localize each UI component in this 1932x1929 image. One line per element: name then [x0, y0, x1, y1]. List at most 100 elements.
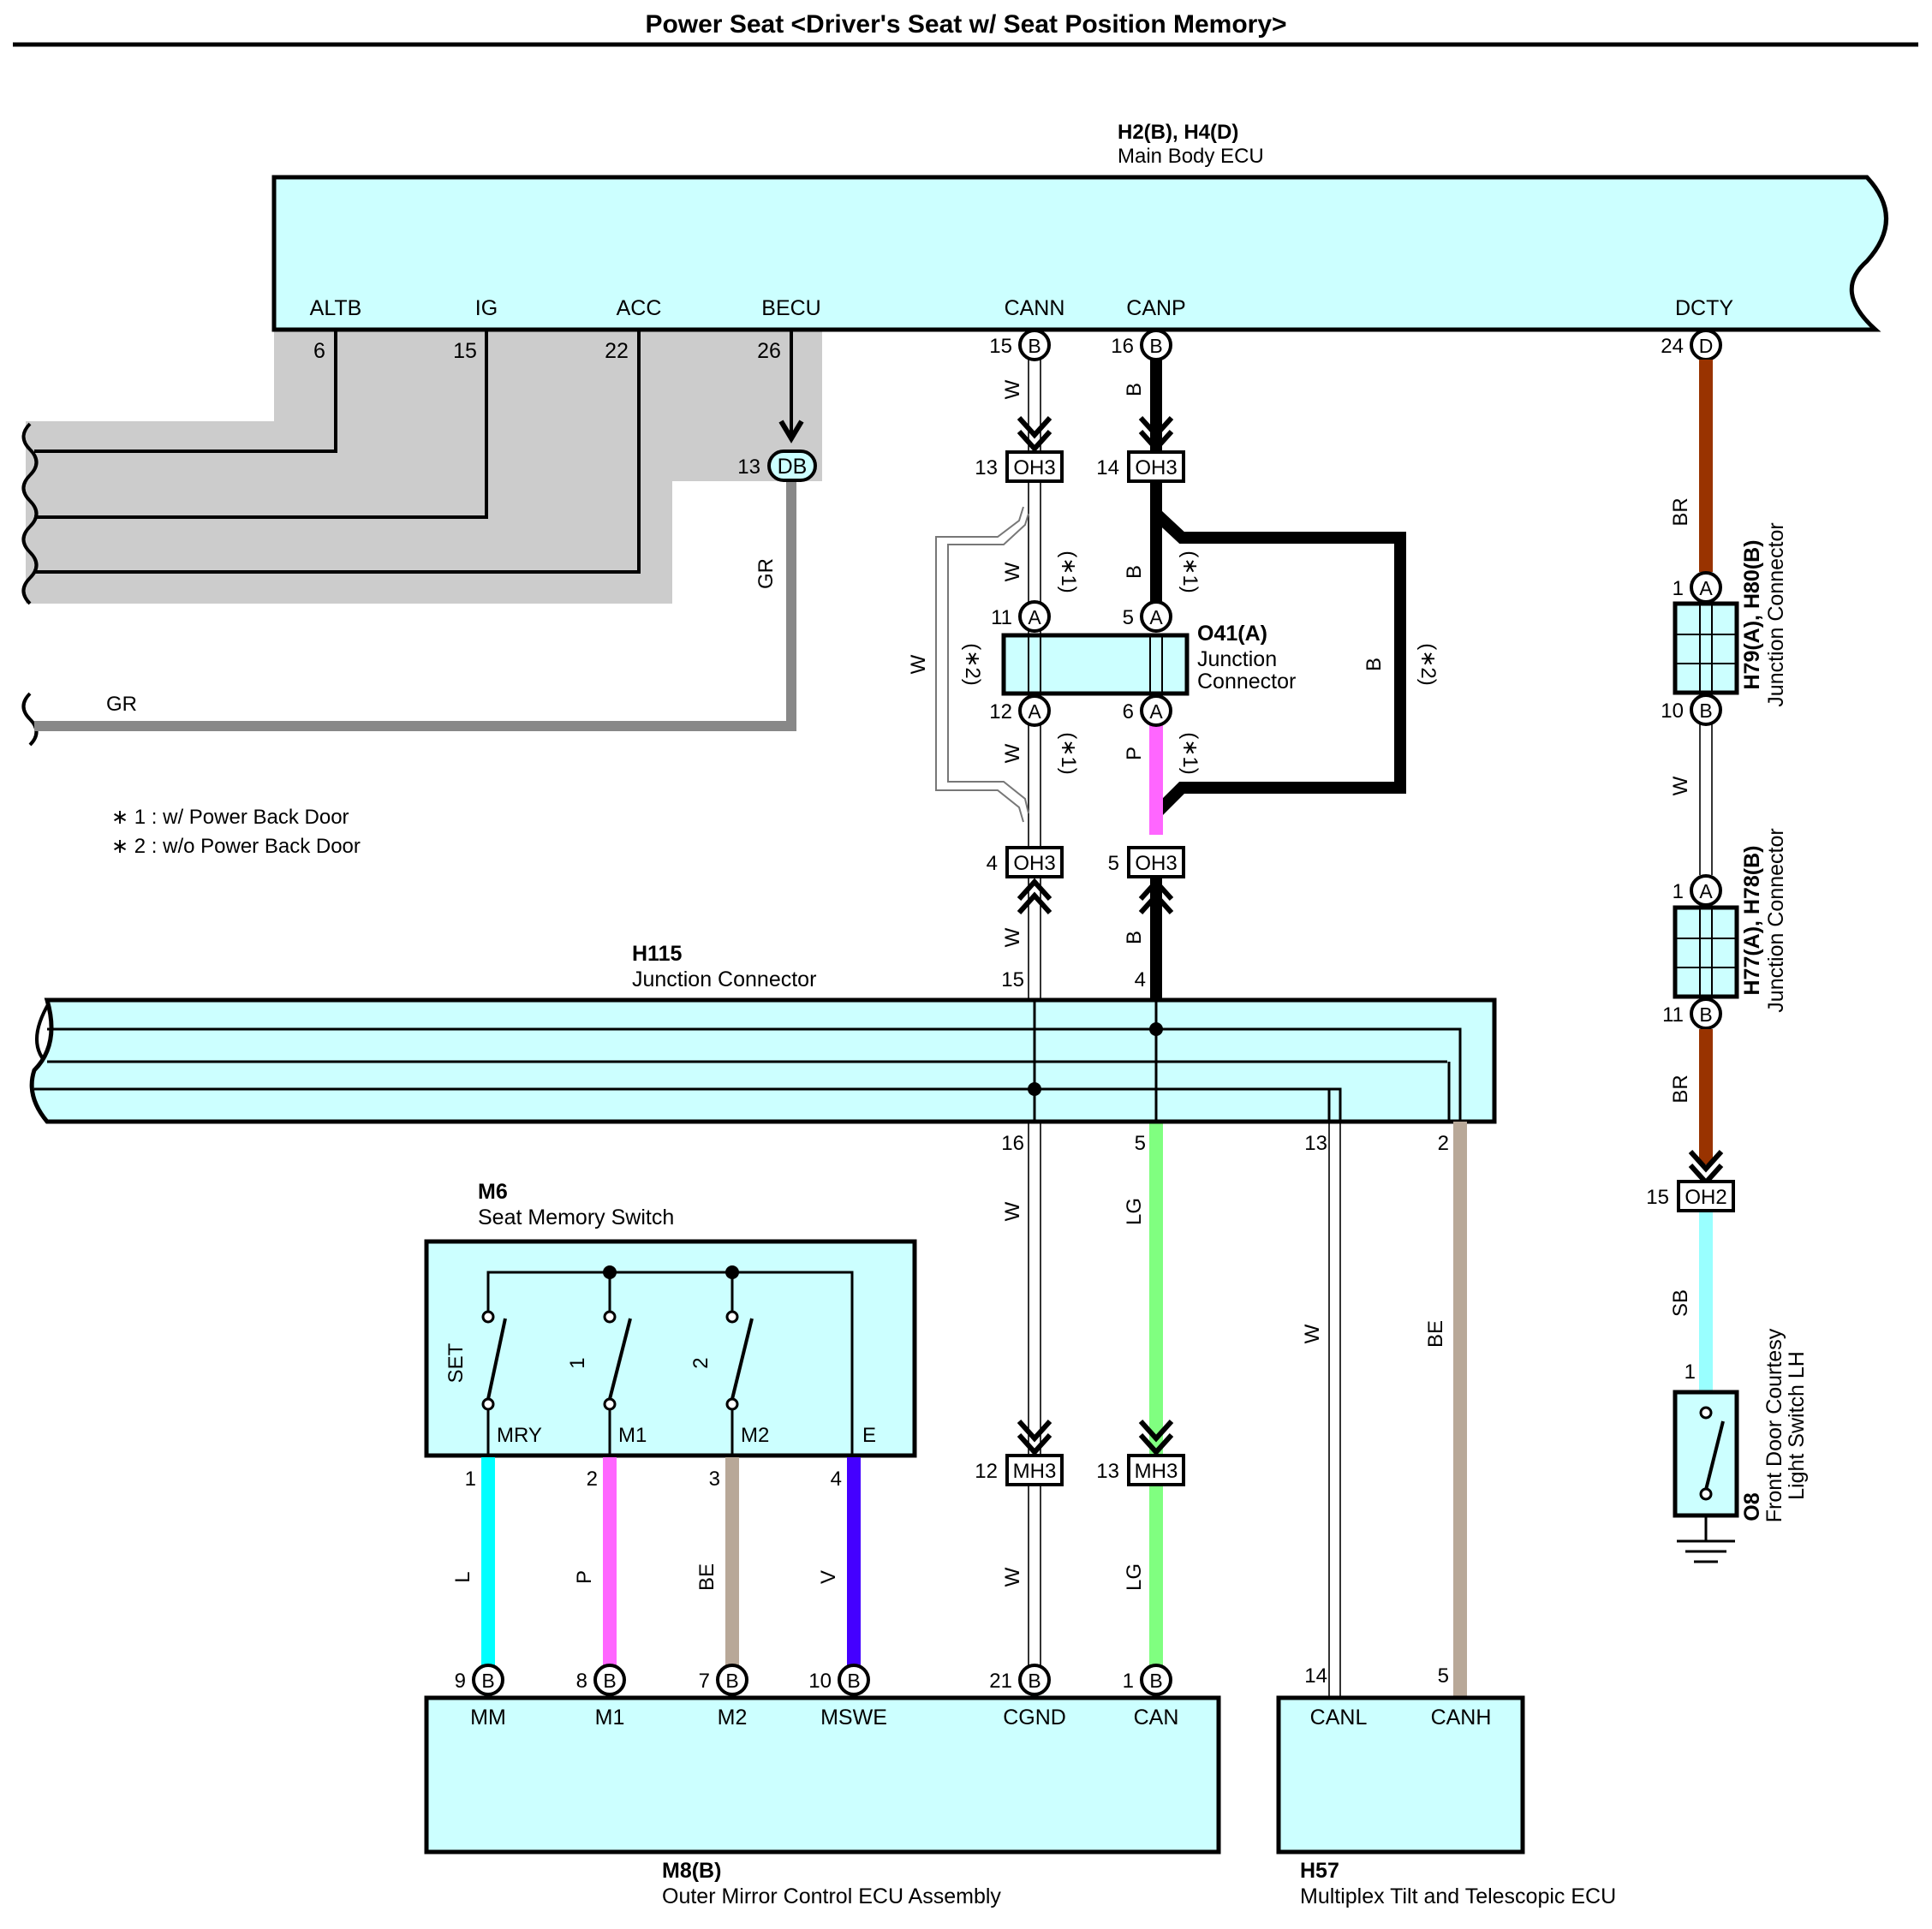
connector-oh3-13: OH3: [1005, 450, 1064, 483]
power-wires: [34, 330, 641, 574]
h78-pin-11-number: 11: [1662, 1003, 1684, 1027]
ecu-pin-dcty-number: 24: [1661, 335, 1684, 358]
o41-pin-12: A: [1018, 694, 1051, 727]
m8-terminal-mswe: MSWE: [820, 1706, 887, 1730]
diagram-title: Power Seat <Driver's Seat w/ Seat Positi…: [645, 10, 1286, 39]
o41-pin-6: A: [1140, 694, 1172, 727]
oh3-arrow-13a: [1017, 415, 1052, 439]
terminal-ig: IG: [475, 296, 498, 320]
switch-label-2: 2: [689, 1357, 713, 1368]
terminal-altb: ALTB: [310, 296, 362, 320]
wire-label-lg-2: LG: [1123, 1563, 1146, 1591]
svg-text:MH3: MH3: [1013, 1460, 1057, 1483]
bypass-w-wire-inner: [947, 513, 1029, 814]
m6-terminal-e: E: [862, 1424, 876, 1447]
note-2: ∗ 2 : w/o Power Back Door: [111, 835, 361, 858]
terminal-becu: BECU: [761, 296, 820, 320]
wire-label-w-5: W: [1001, 1201, 1024, 1221]
h57-tilt-telescopic-ecu: [1276, 1695, 1525, 1855]
svg-text:B: B: [1699, 1003, 1712, 1026]
connector-oh3-14: OH3: [1127, 450, 1185, 483]
oh3-arrow-14a: [1138, 415, 1174, 439]
wire-label-be-2: BE: [695, 1563, 719, 1591]
gr-wire: [34, 475, 796, 731]
m6-pin-2: 2: [587, 1468, 598, 1491]
pin-altb: 6: [313, 339, 325, 363]
wire-label-sb: SB: [1669, 1289, 1692, 1317]
mh3-pin-13: 13: [1096, 1460, 1119, 1483]
oh3-arrow-4b: [1017, 891, 1052, 915]
ecu-pin-cann-number: 15: [989, 335, 1012, 358]
svg-text:B: B: [1149, 335, 1162, 357]
m6-pin-1: 1: [465, 1468, 476, 1491]
o41-pin-11-number: 11: [991, 606, 1012, 629]
pin-ig: 15: [453, 339, 477, 363]
o41-pin-5-number: 5: [1123, 606, 1134, 629]
mh3-arrow-13b: [1138, 1432, 1174, 1456]
mark-1-d: (∗1): [1178, 732, 1202, 774]
svg-text:B: B: [481, 1670, 494, 1692]
m8-pin-9: B: [472, 1664, 504, 1696]
m8-pin-9-number: 9: [455, 1670, 466, 1693]
mark-1-a: (∗1): [1057, 551, 1080, 592]
svg-text:A: A: [1028, 606, 1041, 628]
m8-code: M8(B): [662, 1859, 721, 1883]
wire-label-l: L: [451, 1571, 474, 1582]
svg-text:B: B: [725, 1670, 738, 1692]
wire-label-w-right: W: [1669, 776, 1692, 795]
main-body-ecu-name: Main Body ECU: [1118, 145, 1264, 168]
switch-label-1: 1: [566, 1357, 589, 1368]
db-code: DB: [778, 455, 808, 479]
connector-oh3-4: OH3: [1005, 846, 1064, 878]
oh3-arrow-5a: [1138, 878, 1174, 902]
wire-label-br-1: BR: [1669, 497, 1692, 526]
terminal-canp: CANP: [1126, 296, 1185, 320]
m6-code: M6: [478, 1180, 508, 1204]
mark-1-b: (∗1): [1178, 551, 1202, 592]
connector-mh3-12: MH3: [1005, 1454, 1064, 1486]
db-pin: 13: [737, 455, 760, 479]
m6-terminal-m2: M2: [741, 1424, 769, 1447]
wire-label-w-4: W: [1001, 927, 1024, 947]
m8-pin-1-number: 1: [1123, 1670, 1134, 1693]
wire-label-p-2: P: [573, 1570, 596, 1584]
svg-text:OH3: OH3: [1013, 456, 1055, 479]
wire-w-right: [1699, 724, 1713, 875]
svg-text:B: B: [1699, 700, 1712, 722]
wire-label-w-bypass: W: [907, 654, 930, 674]
shaded-area: [26, 330, 822, 604]
h57-name: Multiplex Tilt and Telescopic ECU: [1300, 1884, 1616, 1908]
m8-pin-10: B: [838, 1664, 870, 1696]
pin-becu: 26: [757, 339, 781, 363]
ecu-pin-canp-number: 16: [1111, 335, 1134, 358]
h79-h80-name: Junction Connector: [1764, 522, 1788, 706]
oh3-pin-4: 4: [987, 852, 998, 875]
h115-name: Junction Connector: [632, 967, 816, 991]
o41-pin-11: A: [1018, 600, 1051, 633]
terminal-cann: CANN: [1005, 296, 1065, 320]
h57-terminal-canl: CANL: [1310, 1706, 1368, 1730]
wire-label-b-1: B: [1123, 383, 1146, 396]
wire-label-w-1: W: [1001, 379, 1024, 399]
m8-pin-8: B: [593, 1664, 626, 1696]
h79-pin-1-number: 1: [1673, 577, 1684, 600]
wire-label-b-3: B: [1123, 931, 1146, 944]
svg-text:OH2: OH2: [1685, 1186, 1726, 1209]
h79-h80-code: H79(A), H80(B): [1740, 539, 1764, 689]
svg-text:MH3: MH3: [1135, 1460, 1178, 1483]
o41-pin-6-number: 6: [1123, 700, 1134, 723]
m8-pin-21-number: 21: [989, 1670, 1012, 1693]
oh2-arrow-a: [1688, 1149, 1724, 1173]
o8-code: O8: [1740, 1492, 1764, 1521]
terminal-dcty: DCTY: [1675, 296, 1733, 320]
mark-2-b: (∗2): [1416, 643, 1440, 685]
h78-pin-11: B: [1690, 997, 1722, 1030]
oh2-pin-15: 15: [1646, 1186, 1669, 1209]
o41-pin-12-number: 12: [989, 700, 1012, 723]
ecu-pin-canp: B: [1140, 329, 1172, 361]
h79-h80-junction-connector: [1673, 601, 1739, 695]
h77-pin-1-number: 1: [1673, 880, 1684, 903]
connector-mh3-13: MH3: [1127, 1454, 1185, 1486]
h115-code: H115: [632, 942, 682, 966]
